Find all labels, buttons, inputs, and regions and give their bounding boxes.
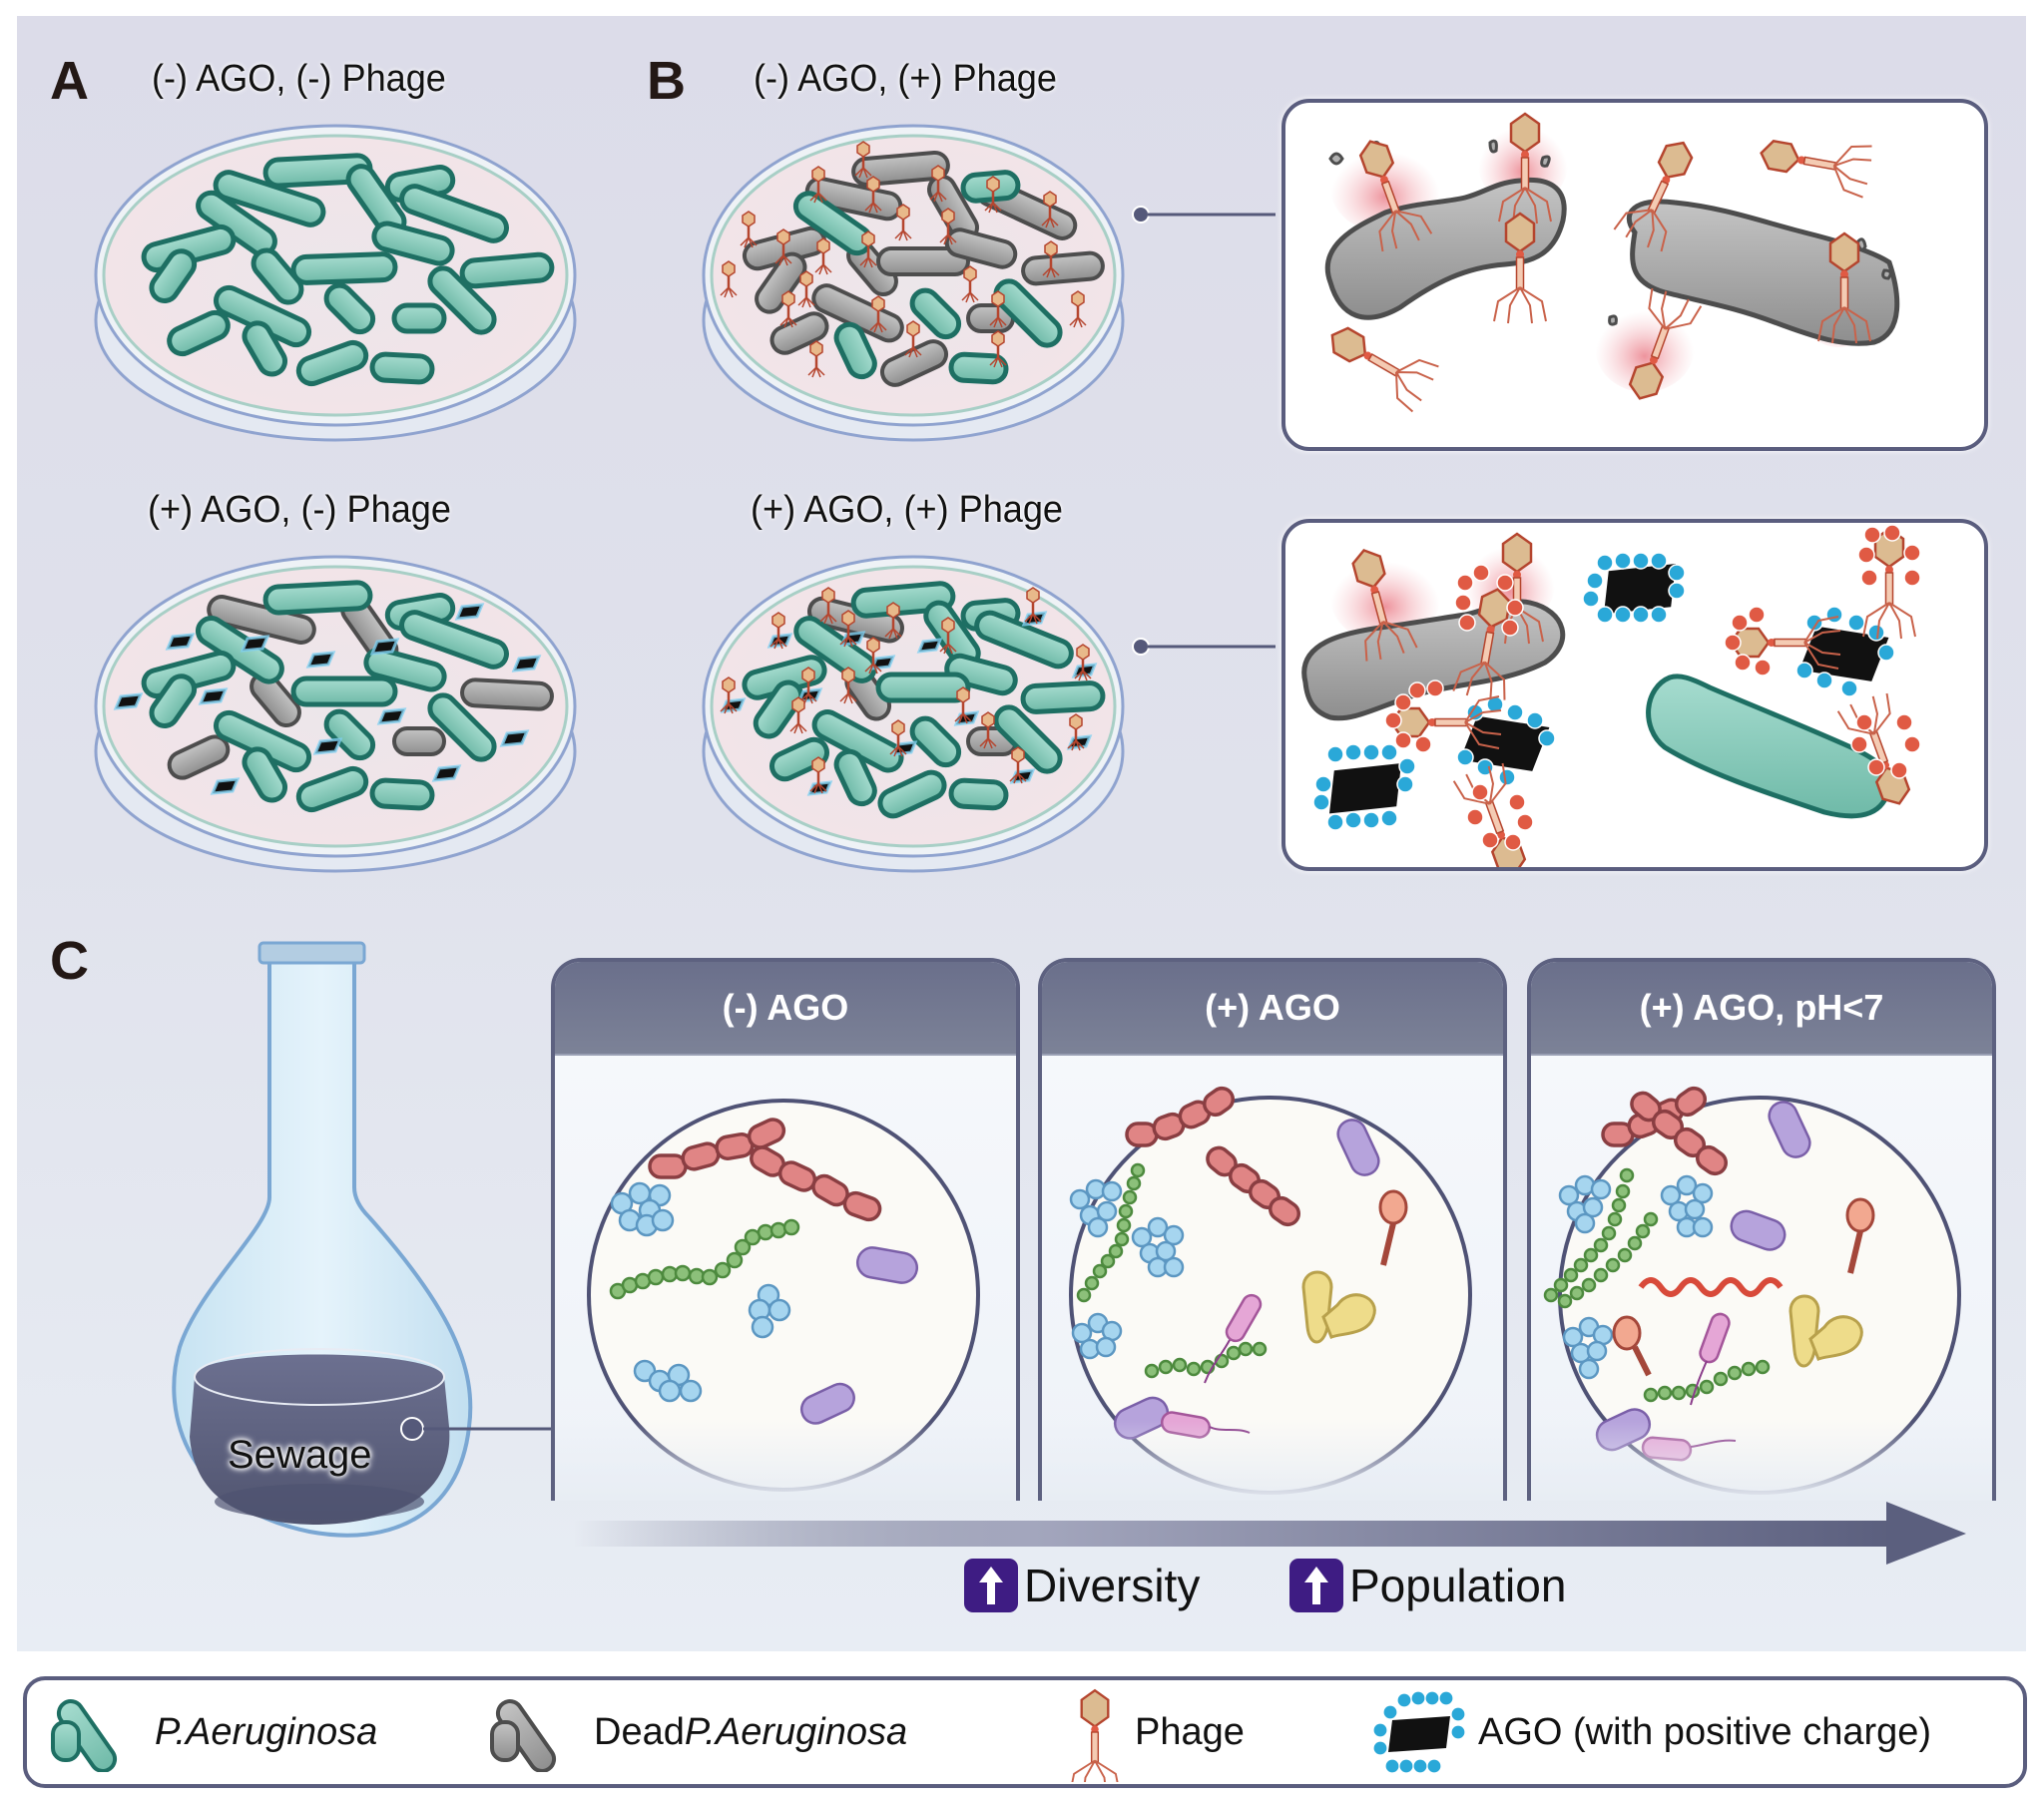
increasing-trend-arrow xyxy=(574,1502,1966,1565)
sewage-connector-dot xyxy=(400,1417,424,1441)
live-bacteria-cluster xyxy=(141,153,555,387)
zoom-detail-no-ago-phage xyxy=(1281,99,1988,451)
zoom-detail-ago-phage xyxy=(1281,519,1988,884)
metric-label: Diversity xyxy=(1024,1560,1201,1611)
flask-stopper xyxy=(257,941,366,965)
condition-label-no-ago-phage: (-) AGO, (+) Phage xyxy=(754,58,1057,100)
dead-bacterium-icon xyxy=(490,1699,557,1772)
petri-dish-no-ago-phage xyxy=(702,124,1125,442)
volumetric-flask xyxy=(172,941,554,1538)
legend-item-dead-bacterium: Dead P.Aeruginosa xyxy=(484,1680,907,1784)
community-panel-ago: (+) AGO xyxy=(1038,958,1507,1501)
ago-sheets xyxy=(113,603,542,795)
microbial-community-sparse xyxy=(587,1099,980,1492)
panel-a-letter: A xyxy=(50,51,89,111)
panel-b-letter: B xyxy=(647,51,686,111)
ago-positive-sheet xyxy=(1312,743,1416,831)
legend-label: P.Aeruginosa xyxy=(684,1710,908,1753)
petri-dish-ago-no-phage xyxy=(94,555,577,873)
metric-diversity: Diversity xyxy=(964,1559,1200,1612)
community-panel-header: (-) AGO xyxy=(555,962,1016,1056)
community-panel-no-ago: (-) AGO xyxy=(551,958,1020,1501)
community-panel-ago-acidic: (+) AGO, pH<7 xyxy=(1527,958,1996,1501)
ago-icon xyxy=(1372,1690,1466,1774)
community-panel-header: (+) AGO xyxy=(1042,962,1503,1056)
ago-phage-complex xyxy=(1384,564,1556,884)
legend-label: AGO (with positive charge) xyxy=(1478,1710,1932,1753)
microbial-community-most-diverse xyxy=(1543,1086,1961,1495)
live-bacteria-cluster xyxy=(742,581,1106,819)
legend-item-live-bacterium: P.Aeruginosa xyxy=(45,1680,377,1784)
condition-label-no-ago-no-phage: (-) AGO, (-) Phage xyxy=(152,58,446,100)
legend-item-ago: AGO (with positive charge) xyxy=(1364,1680,1931,1784)
dead-bacterium xyxy=(1301,599,1566,721)
metric-population: Population xyxy=(1289,1559,1566,1612)
dead-bacterium xyxy=(1626,199,1900,346)
sewage-label: Sewage xyxy=(228,1433,372,1477)
phage-lysis-illustration xyxy=(1317,112,1900,414)
legend: P.Aeruginosa Dead P.Aeruginosa Phage AGO… xyxy=(23,1676,2027,1788)
up-arrow-icon xyxy=(1289,1559,1343,1612)
ago-phage-complex xyxy=(1724,524,1925,814)
petri-dish-ago-phage xyxy=(702,555,1125,873)
condition-label-ago-phage: (+) AGO, (+) Phage xyxy=(751,489,1064,531)
legend-label: P.Aeruginosa xyxy=(155,1710,378,1753)
zoom-connector-bottom xyxy=(1132,638,1276,656)
zoom-connector-top xyxy=(1132,206,1276,224)
dead-bacterium xyxy=(1324,177,1567,320)
spirillum xyxy=(1638,1277,1784,1297)
panel-c-letter: C xyxy=(50,931,89,991)
sewage-liquid xyxy=(190,1354,450,1525)
microbial-community-diverse xyxy=(1069,1086,1472,1495)
up-arrow-icon xyxy=(964,1559,1018,1612)
community-panel-header: (+) AGO, pH<7 xyxy=(1531,962,1992,1056)
phage-icon xyxy=(1069,1689,1121,1782)
ago-phage-adsorption-illustration xyxy=(1301,524,1925,884)
live-bacterium-icon xyxy=(51,1699,118,1772)
live-bacteria-cluster xyxy=(141,580,509,813)
legend-label: Phage xyxy=(1135,1710,1245,1753)
legend-label-prefix: Dead xyxy=(594,1710,685,1753)
ago-positive-sheet xyxy=(1582,552,1686,624)
dead-bacteria-cluster xyxy=(167,595,554,780)
petri-dish-no-ago-no-phage xyxy=(94,124,577,442)
condition-label-ago-no-phage: (+) AGO, (-) Phage xyxy=(148,489,451,531)
metric-label: Population xyxy=(1349,1560,1567,1611)
legend-item-phage: Phage xyxy=(1065,1680,1245,1784)
